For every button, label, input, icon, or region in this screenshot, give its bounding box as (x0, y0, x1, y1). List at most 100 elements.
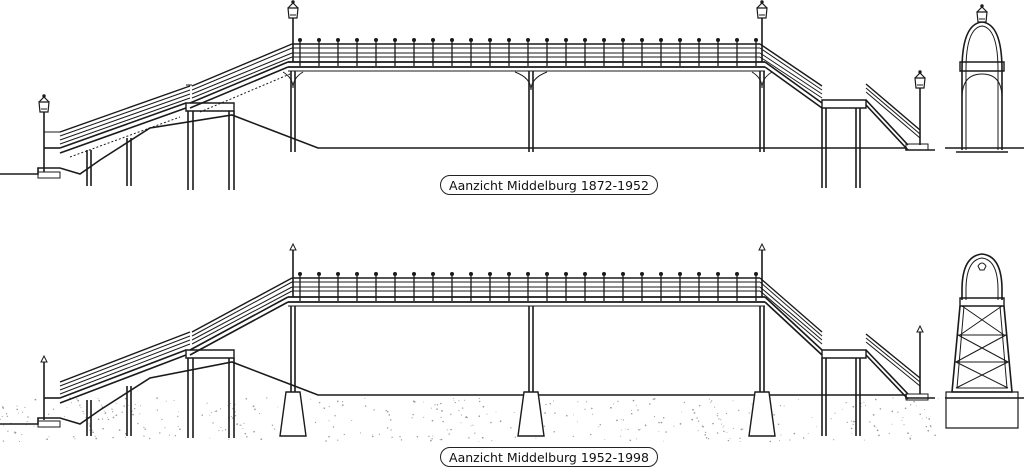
ground-dot (156, 409, 159, 411)
ground-dot (710, 401, 712, 403)
left-upper-stair-bottom (190, 278, 292, 355)
ground-dot (793, 432, 796, 435)
ground-dot (134, 403, 136, 406)
ground-dot (240, 424, 242, 426)
ground-dot (869, 421, 871, 423)
baluster-finial (698, 273, 701, 276)
baluster-finial (394, 273, 397, 276)
deck-balusters-top (299, 39, 758, 67)
ground-dot (913, 400, 915, 403)
ground-dot (124, 397, 127, 400)
ground-dot (161, 418, 163, 421)
ground-dot (683, 401, 686, 404)
ground-dot (873, 425, 876, 427)
ground-dot (386, 410, 389, 413)
ground-dot (934, 434, 936, 437)
baluster-finial (508, 39, 511, 42)
ground-dot (702, 426, 705, 428)
ground-dot (422, 401, 424, 403)
baluster-finial (375, 273, 378, 276)
ground-dot (2, 407, 5, 409)
ground-dot (697, 420, 700, 422)
right-upper-stair-top (760, 44, 822, 108)
ground-dot (328, 420, 330, 422)
view-1952-1998 (0, 244, 1024, 443)
ground-dot (436, 404, 439, 406)
baluster-finial (736, 39, 739, 42)
ground-dot (310, 398, 312, 400)
ground-dot (716, 432, 719, 434)
ground-dot (243, 422, 245, 424)
ground-dot (460, 414, 462, 416)
end-elevation-top (956, 4, 1008, 152)
ground-dot (513, 412, 515, 413)
ground-dot (888, 432, 890, 434)
ground-dot (373, 409, 375, 411)
ground-dot (211, 412, 213, 414)
ground-dot (209, 414, 211, 416)
ground-dot (629, 439, 632, 442)
ground-dot (450, 413, 452, 415)
baluster-finial (679, 273, 682, 276)
ground-dot (625, 428, 627, 430)
ground-dot (328, 406, 330, 408)
ground-dot (878, 434, 880, 437)
ground-dot (929, 425, 932, 427)
ground-dot (635, 404, 637, 406)
ground-dot (909, 437, 912, 440)
ground-dot (470, 425, 472, 427)
columns-bottom (87, 306, 860, 438)
ground-dot (64, 415, 65, 417)
ground-dot (385, 409, 387, 412)
ground-dot (617, 400, 619, 403)
ground-dot (364, 405, 367, 407)
ground-dot (165, 400, 167, 402)
ground-dot (576, 421, 578, 423)
ground-dot (598, 426, 600, 428)
ground-dot (725, 412, 728, 415)
ground-dot (21, 434, 23, 436)
ground-dot (453, 400, 455, 402)
ground-dot (351, 419, 353, 422)
ground-dot (716, 415, 719, 417)
ground-dot (140, 405, 141, 407)
ground-dot (411, 417, 413, 419)
ground-dot (253, 430, 255, 433)
ground-dot (144, 428, 146, 430)
ground-dot (458, 400, 460, 402)
ground-dot (103, 410, 105, 412)
ground-dot (336, 400, 339, 403)
ground-dot (254, 408, 256, 411)
ground-dot (448, 433, 450, 435)
ground-dot (179, 428, 181, 431)
ground-dot (3, 424, 4, 426)
ground-dot (391, 436, 393, 438)
ground-dot (590, 433, 592, 436)
ground-dot (586, 401, 588, 403)
ground-dot (807, 433, 809, 434)
baluster-finial (299, 273, 302, 276)
ground-dot (577, 401, 579, 403)
ground-dot (231, 417, 234, 419)
baluster-finial (717, 273, 720, 276)
ground-dot (22, 411, 24, 413)
baluster-finial (337, 273, 340, 276)
ground-dot (474, 432, 476, 434)
ground-dot (174, 435, 177, 437)
ground-dot (132, 413, 134, 416)
ground-dot (468, 437, 470, 439)
ground-dot (846, 421, 848, 424)
ground-dot (458, 410, 460, 412)
ground-dot (874, 398, 877, 401)
lamp-post-right-bottom (917, 326, 923, 394)
lamp-post-deck-left-top (287, 0, 299, 62)
ground-dot (693, 412, 696, 414)
lamp-post-right-top (914, 70, 926, 145)
ground-dot (245, 397, 248, 400)
ground-dot (26, 421, 28, 423)
baluster-finial (622, 39, 625, 42)
ground-dot (115, 414, 118, 417)
ground-dot (535, 437, 537, 439)
ground-dot (778, 440, 781, 442)
ground-dot (549, 403, 552, 405)
